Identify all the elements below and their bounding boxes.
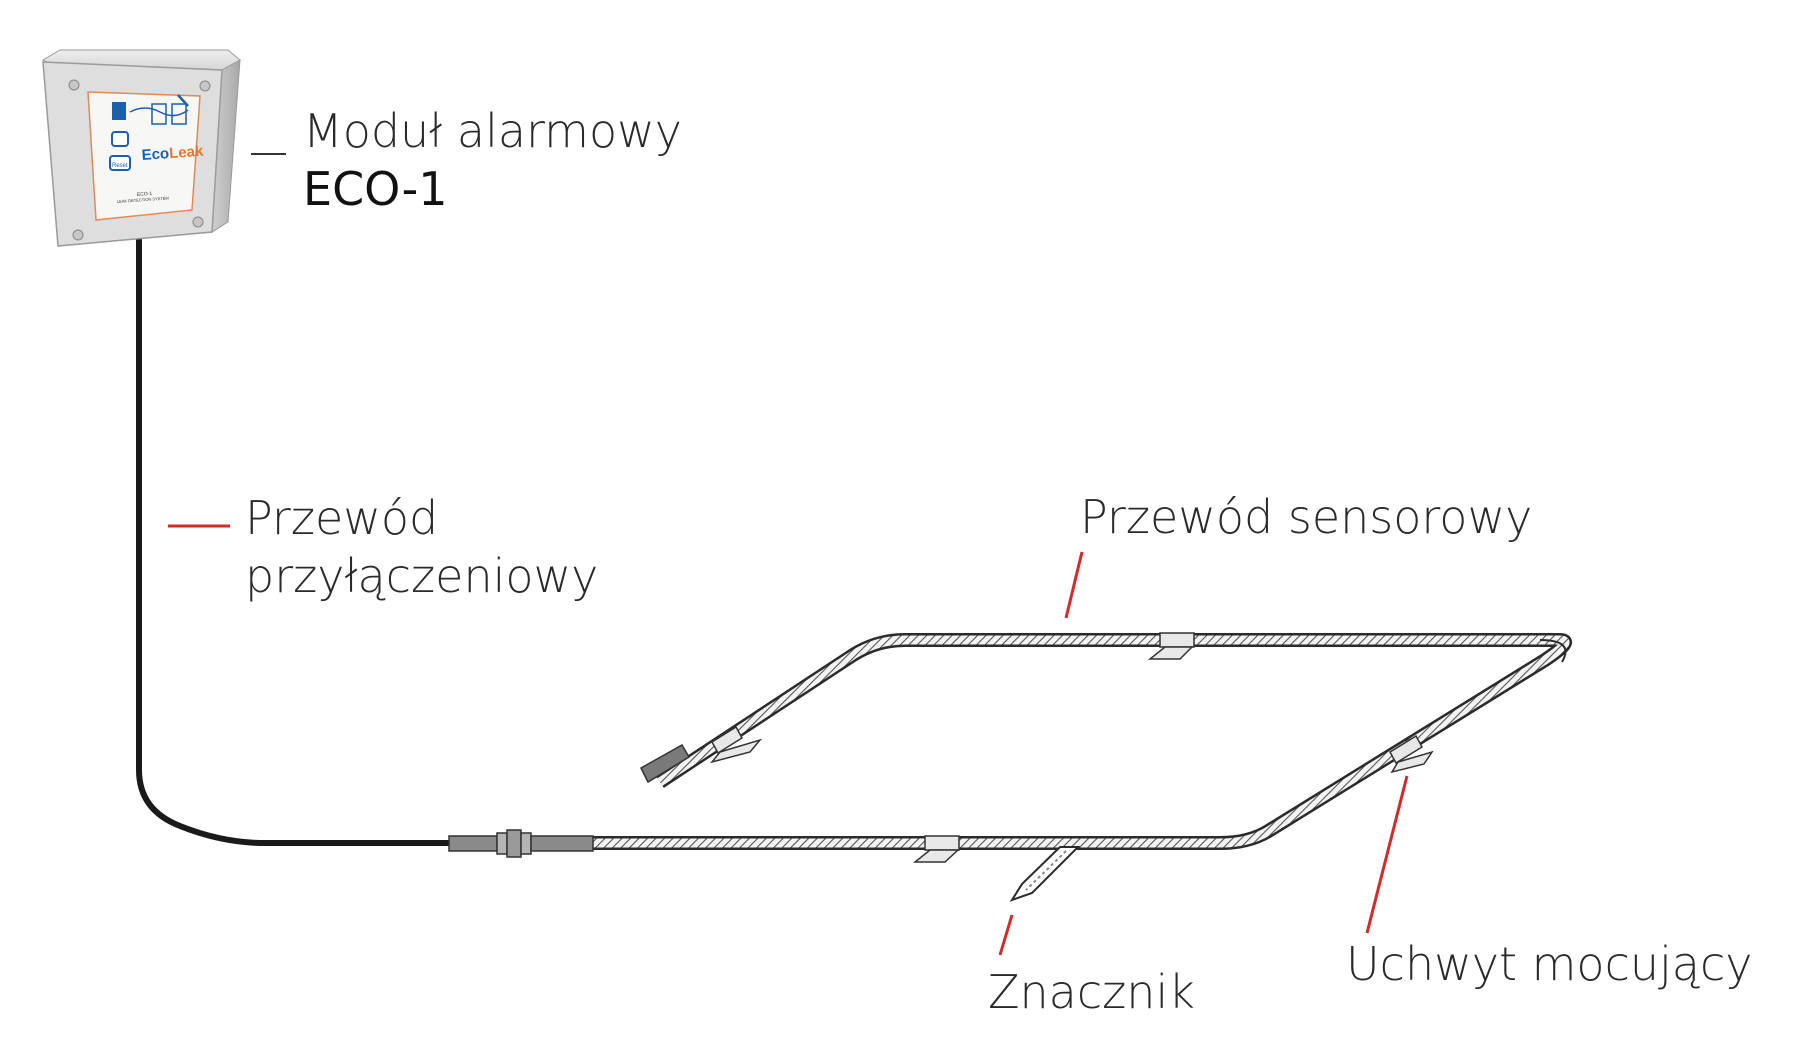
device-subtitle-small: LEAK DETECTION SYSTEM <box>117 195 169 204</box>
container-right-icon <box>171 103 187 125</box>
wrench-icon <box>177 94 189 107</box>
brand-logo: EcoLeak <box>141 143 204 164</box>
label-module: Moduł alarmowy ECO-1 <box>303 102 682 218</box>
alarm-module: Reset EcoLeak ECO-1 LEAK DETECTION SYSTE… <box>42 49 241 247</box>
marker-tag <box>1009 846 1081 902</box>
leader-mounting-clip <box>1365 775 1409 934</box>
mounting-clip-bottom <box>912 835 960 863</box>
faucet-icon <box>112 102 126 120</box>
mounting-clip-right <box>1389 734 1434 774</box>
mounting-clip-top <box>1147 632 1195 660</box>
container-left-icon <box>151 103 167 125</box>
label-module-line1: Moduł alarmowy <box>303 104 682 158</box>
label-sensor-cable: Przewód sensorowy <box>1080 490 1533 544</box>
brand-eco: Eco <box>141 145 170 164</box>
reset-button <box>109 155 131 171</box>
mounting-clip-left <box>709 725 763 764</box>
label-connection-cable-line1: Przewód <box>245 491 439 545</box>
connection-cable <box>136 232 450 846</box>
cable-connector <box>448 829 594 858</box>
label-mounting-clip: Uchwyt mocujący <box>1346 937 1753 991</box>
reset-label: Reset <box>112 163 128 169</box>
label-connection-cable-line2: przyłączeniowy <box>245 549 599 603</box>
sensor-wave-icon <box>129 107 189 117</box>
speaker-button-icon <box>111 131 129 147</box>
device-model-small: ECO-1 <box>137 191 153 198</box>
sensor-cable-end <box>640 743 691 784</box>
leader-sensor-cable <box>1064 551 1084 619</box>
leader-marker <box>998 914 1014 956</box>
brand-leak: Leak <box>169 143 205 162</box>
label-module-line2: ECO-1 <box>303 162 448 216</box>
label-marker: Znacznik <box>988 965 1195 1019</box>
label-connection-cable: Przewód przyłączeniowy <box>245 489 598 605</box>
sensor-cable <box>592 633 1572 850</box>
